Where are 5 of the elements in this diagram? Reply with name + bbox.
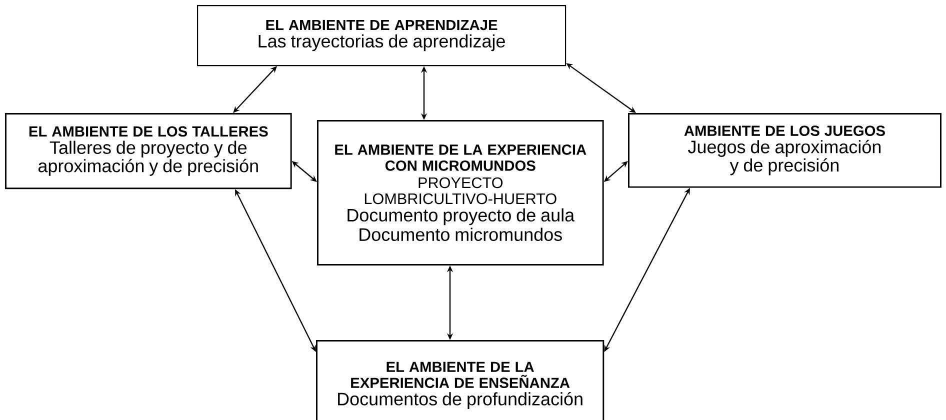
text-box: AMBIENTE DE LOS JUEGOS Juegos de aproximación y de precisión: [628, 113, 942, 188]
text-box: EL AMBIENTE DE APRENDIZAJE Las trayectorias de aprendizaje: [197, 5, 566, 66]
text-box: EL AMBIENTE DE LA EXPERIENCIA CON MICROMUNDOS PROYECTO LOMBRICULTIVO-HUERTO Documento proyecto de aula Documento micromundos: [317, 120, 604, 266]
text-box: EL AMBIENTE DE LA EXPERIENCIA DE ENSEÑANZA Documentos de profundización: [316, 340, 604, 420]
text-box: EL AMBIENTE DE LOS TALLERES Talleres de proyecto y de aproximación y de precisión: [5, 113, 292, 190]
